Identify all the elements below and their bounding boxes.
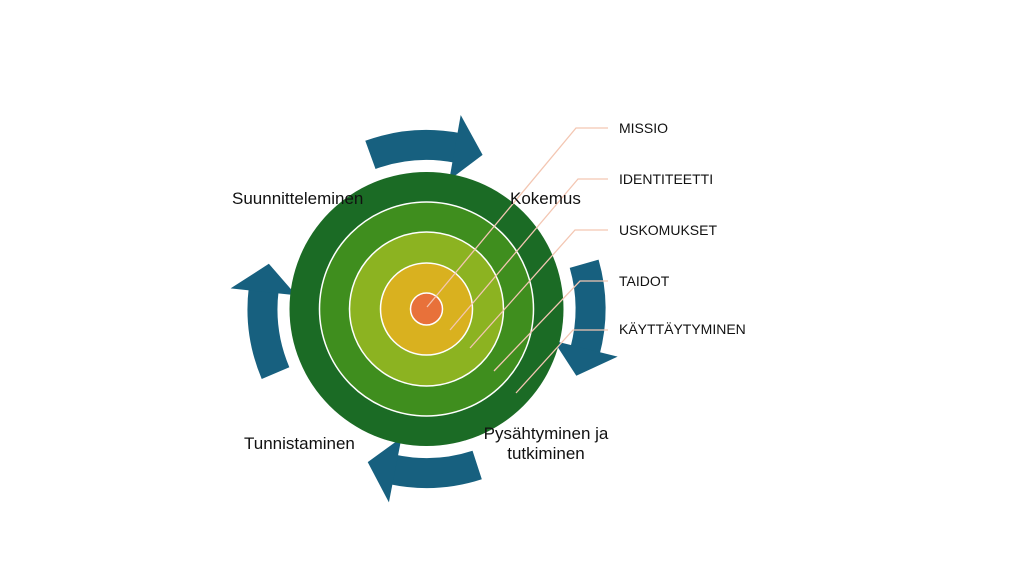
label-pause-line2: tutkiminen [507, 444, 585, 463]
leader-line-identiteetti [449, 178, 608, 331]
arrow-bottom-shaft [389, 450, 482, 488]
level-label-kayttaytyminen: KÄYTTÄYTYMINEN [619, 321, 746, 337]
leader-line-uskomukset [469, 229, 608, 349]
level-label-taidot: TAIDOT [619, 273, 670, 289]
cycle-arrows [230, 114, 618, 503]
level-label-uskomukset: USKOMUKSET [619, 222, 718, 238]
label-experience: Kokemus [510, 189, 581, 208]
label-recognition: Tunnistaminen [244, 434, 355, 453]
label-pause: Pysähtyminen ja tutkiminen [482, 424, 610, 464]
level-label-identiteetti: IDENTITEETTI [619, 171, 714, 187]
leader-line-kayttaytyminen [515, 329, 608, 394]
arrow-right-shaft [569, 259, 606, 356]
arrow-left-head-icon [230, 263, 297, 296]
leader-line-missio [426, 127, 608, 308]
label-pause-line1: Pysähtyminen ja [483, 424, 609, 443]
ring-mission [409, 292, 444, 326]
arrow-left-shaft [247, 287, 290, 379]
arrow-top-shaft [365, 130, 461, 170]
label-planning: Suunnitteleminen [232, 189, 364, 208]
arrow-bottom-head-icon [367, 437, 402, 503]
leader-line-taidot [493, 280, 608, 372]
arrow-right-head-icon [553, 340, 618, 376]
level-label-missio: MISSIO [619, 120, 669, 136]
arrow-top-head-icon [449, 114, 483, 180]
